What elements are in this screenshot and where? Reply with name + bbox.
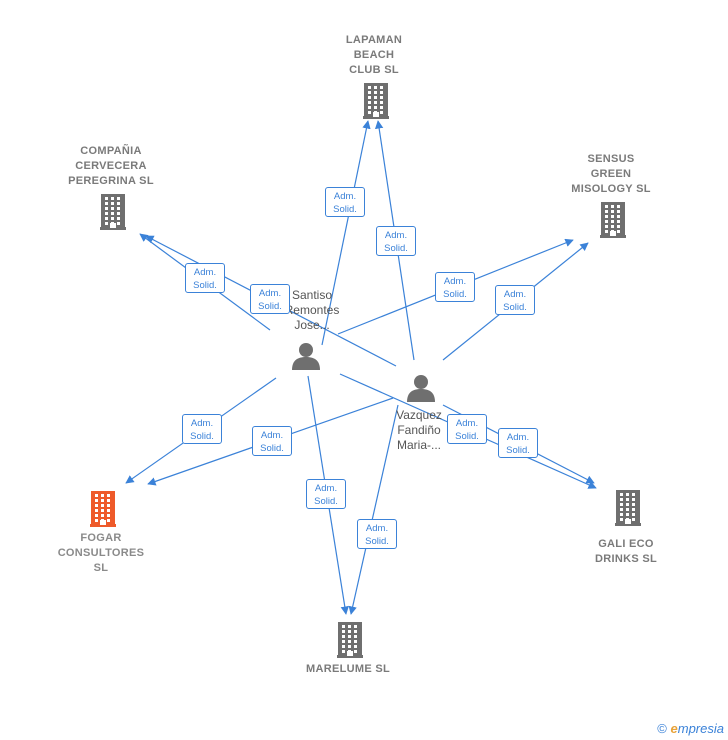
edge-label-vazquez-lapaman[interactable]: Adm. Solid. [376, 226, 416, 256]
edge-label-santiso-gali[interactable]: Adm. Solid. [447, 414, 487, 444]
building-icon[interactable] [600, 202, 626, 243]
brand-logo-e: e [670, 721, 678, 736]
person-icon[interactable] [406, 373, 436, 408]
edge-label-santiso-compania[interactable]: Adm. Solid. [185, 263, 225, 293]
building-icon[interactable] [90, 491, 116, 532]
building-icon[interactable] [615, 490, 641, 531]
company-label-compania[interactable]: COMPAÑIA CERVECERA PEREGRINA SL [68, 145, 154, 187]
company-label-fogar[interactable]: FOGAR CONSULTORES SL [57, 532, 145, 574]
edge-label-vazquez-gali[interactable]: Adm. Solid. [498, 428, 538, 458]
edge-label-vazquez-fogar[interactable]: Adm. Solid. [252, 426, 292, 456]
person-label-santiso[interactable]: Santiso Remontes Jose... [284, 288, 340, 332]
edge-vazquez-to-marelume [348, 404, 399, 615]
edge-label-santiso-marelume[interactable]: Adm. Solid. [306, 479, 346, 509]
edge-santiso-to-lapaman [321, 120, 371, 346]
edge-label-santiso-fogar[interactable]: Adm. Solid. [182, 414, 222, 444]
building-icon[interactable] [363, 83, 389, 124]
company-label-lapaman[interactable]: LAPAMAN BEACH CLUB SL [345, 34, 403, 76]
company-label-sensus[interactable]: SENSUS GREEN MISOLOGY SL [571, 153, 651, 195]
company-label-gali[interactable]: GALI ECO DRINKS SL [595, 538, 657, 565]
edge-label-vazquez-sensus[interactable]: Adm. Solid. [495, 285, 535, 315]
building-icon[interactable] [337, 622, 363, 663]
person-icon[interactable] [291, 341, 321, 376]
edge-label-vazquez-marelume[interactable]: Adm. Solid. [357, 519, 397, 549]
edge-label-santiso-lapaman[interactable]: Adm. Solid. [325, 187, 365, 217]
footer-brand: © empresia [657, 721, 724, 736]
copyright-icon: © [657, 721, 667, 736]
building-icon[interactable] [100, 194, 126, 235]
edge-label-vazquez-compania[interactable]: Adm. Solid. [250, 284, 290, 314]
edge-label-santiso-sensus[interactable]: Adm. Solid. [435, 272, 475, 302]
person-label-vazquez[interactable]: Vazquez Fandiño Maria-... [396, 408, 442, 452]
brand-logo-text: mpresia [677, 721, 724, 736]
company-label-marelume[interactable]: MARELUME SL [306, 663, 390, 675]
